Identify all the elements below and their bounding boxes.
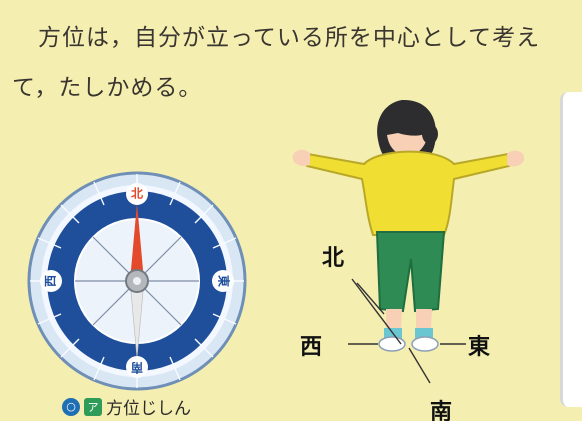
girl-figure [292, 99, 525, 352]
girl-neck [387, 133, 428, 156]
west-label: 西 [300, 335, 323, 360]
direction-lines [348, 278, 466, 384]
compass-south-label: 南 [131, 361, 143, 376]
north-label: 北 [322, 246, 345, 271]
compass-north-label: 北 [131, 186, 143, 201]
girl-right-leg [416, 309, 432, 330]
girl-ponytail [422, 124, 438, 144]
north-line-right [356, 282, 385, 315]
south-label: 南 [430, 400, 453, 421]
girl-shorts [375, 231, 446, 313]
instruction-line-2: て，たしかめる。 [12, 75, 203, 101]
compass-needle-north [130, 203, 144, 281]
girl-right-sock [415, 328, 433, 339]
compass-north-marker [126, 183, 148, 205]
caption-green-badge: ア [84, 397, 102, 416]
compass-caption: ○ ア 方位じしん [62, 394, 191, 419]
girl-left-hand [292, 149, 310, 166]
right-side-card [560, 92, 582, 407]
girl-right-shoe [411, 336, 439, 352]
girl-jacket [305, 150, 511, 236]
girl-left-leg [386, 309, 402, 330]
girl-left-shoe [378, 336, 406, 352]
compass-east-marker [212, 270, 234, 292]
compass-caption-text: 方位じしん [106, 399, 191, 419]
instruction-line-1: 方位は，自分が立っている所を中心として考え [38, 25, 541, 51]
compass-east-label: 東 [217, 275, 232, 287]
south-line [408, 347, 431, 384]
caption-circle-badge: ○ [62, 397, 80, 416]
compass-illustration: 北 東 南 西 [27, 171, 247, 391]
compass-west-marker [40, 270, 62, 292]
compass-south-marker [126, 356, 148, 378]
compass-west-label: 西 [44, 275, 58, 287]
north-line-left [351, 278, 402, 345]
compass-pivot-center [133, 277, 141, 285]
girl-direction-illustration [292, 99, 525, 384]
girl-right-hand [507, 150, 525, 167]
east-label: 東 [468, 335, 491, 360]
